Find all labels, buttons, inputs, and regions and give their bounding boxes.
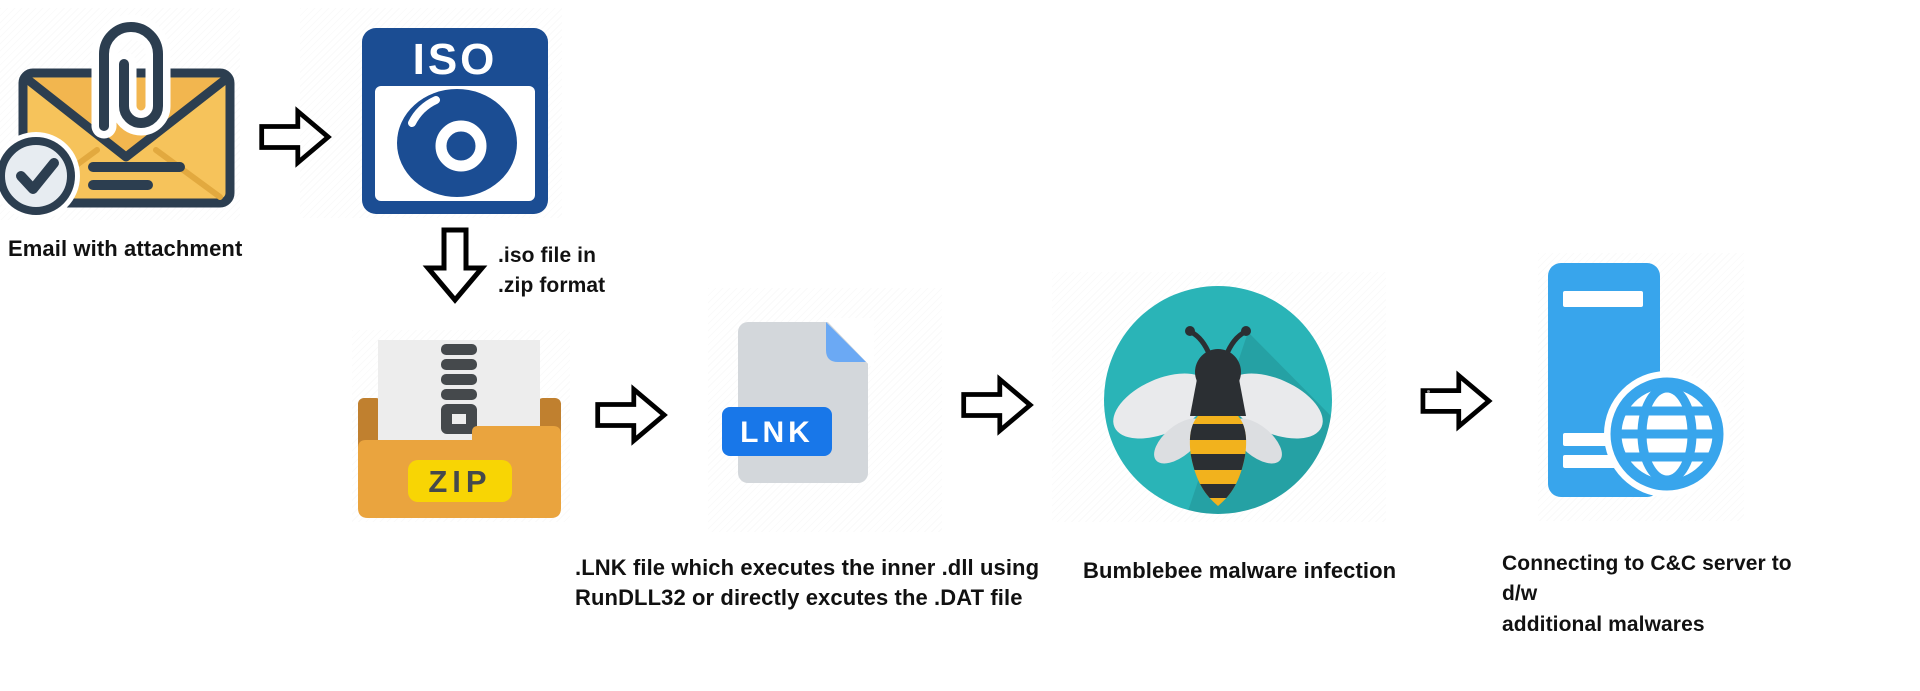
zip-archive-icon: ZIP — [352, 330, 570, 522]
stray-dot — [1427, 390, 1430, 393]
arrow-right-icon-2 — [592, 380, 668, 455]
email-envelope-icon — [0, 14, 235, 220]
lnk-badge — [722, 407, 832, 456]
bee-label: Bumblebee malware infection — [1083, 558, 1397, 583]
check-badge-icon — [0, 137, 75, 215]
zip-folder-icon: ZIP — [358, 340, 561, 518]
server-label: Connecting to C&C server to d/w addition… — [1502, 552, 1792, 636]
folded-corner-icon — [826, 322, 866, 362]
arrow-right-icon-4 — [1413, 368, 1497, 439]
arrow-right-icon-1 — [256, 102, 332, 177]
email-attachment-icon — [0, 8, 240, 220]
paperclip-icon — [99, 22, 163, 131]
zipper-icon — [441, 344, 477, 434]
globe-icon — [1604, 371, 1730, 497]
check-mark-icon — [16, 158, 59, 194]
arrow-down-icon — [420, 224, 490, 309]
iso-zip-note: .iso file in .zip format — [498, 244, 606, 297]
cc-server-icon — [1538, 253, 1744, 521]
zip-badge — [408, 460, 512, 502]
server-globe-icon — [1548, 263, 1730, 497]
bee-icon — [1104, 286, 1332, 514]
bumblebee-icon — [1052, 272, 1386, 522]
email-label: Email with attachment — [8, 236, 243, 261]
zip-badge-text: ZIP — [428, 464, 491, 499]
lnk-note: .LNK file which executes the inner .dll … — [575, 555, 1040, 611]
iso-badge-text: ISO — [413, 35, 498, 84]
arrow-right-icon-3 — [958, 370, 1034, 445]
iso-file-icon: ISO — [300, 8, 562, 218]
lnk-badge-text: LNK — [740, 416, 814, 449]
lnk-file-icon: LNK — [708, 288, 942, 532]
lnk-document-icon: LNK — [722, 318, 874, 483]
iso-disc-icon: ISO — [362, 28, 548, 214]
